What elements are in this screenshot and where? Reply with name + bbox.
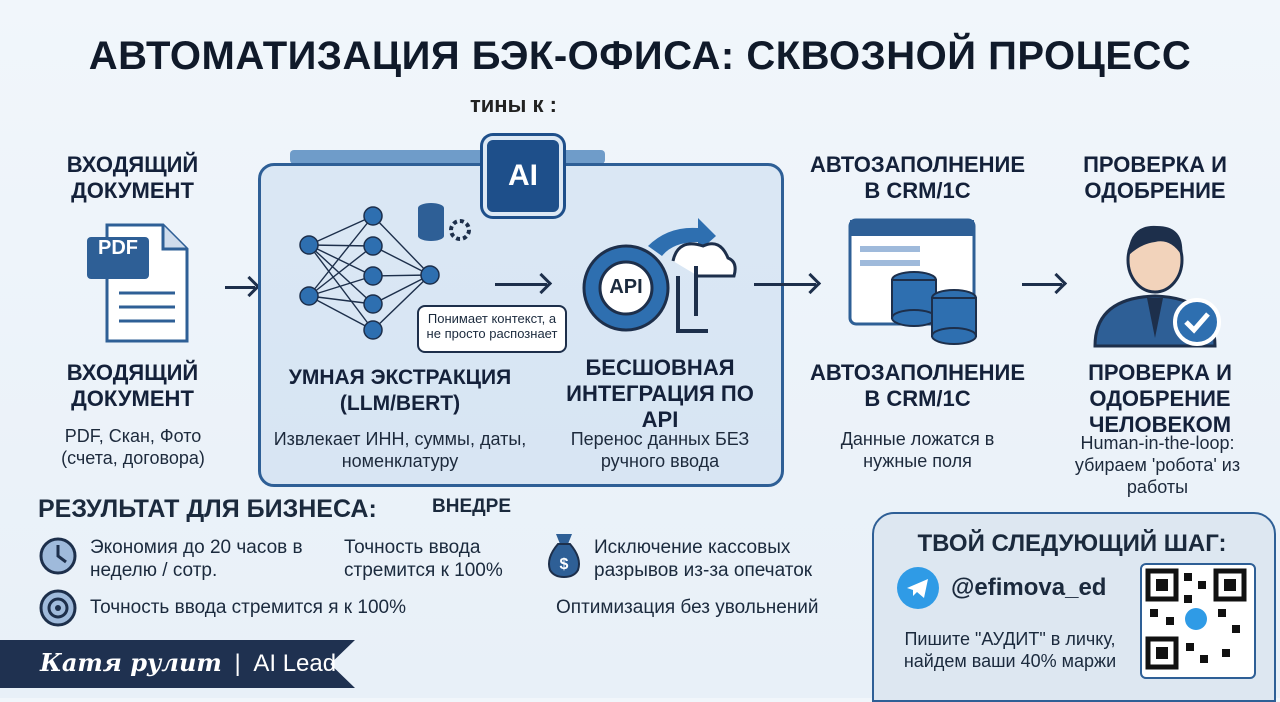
step3-title: БЕСШОВНАЯ ИНТЕГРАЦИЯ ПО API	[566, 355, 754, 432]
step5-desc: Human-in-the-loop: убираем 'робота' из р…	[1074, 433, 1241, 497]
result-item-4: Точность ввода стремится я к 100%	[90, 597, 406, 618]
result-item-3: Исключение кассовых разрывов из-за опеча…	[594, 537, 813, 581]
step5-top-title: ПРОВЕРКА И ОДОБРЕНИЕ	[1083, 152, 1227, 203]
cta-title: ТВОЙ СЛЕДУЮЩИЙ ШАГ:	[917, 530, 1227, 557]
ai-chip-icon: AI	[483, 136, 563, 216]
step1-desc: PDF, Скан, Фото (счета, договора)	[61, 426, 205, 468]
arrow-1	[225, 286, 255, 289]
ribbon-text: Катя рулит | AI Lead	[40, 648, 336, 678]
subtitle-fragment: тины к :	[470, 92, 557, 117]
arrow-3	[754, 283, 816, 286]
telegram-icon[interactable]	[897, 567, 939, 609]
step2-desc: Извлекает ИНН, суммы, даты, номенклатуру	[273, 429, 527, 471]
result-item-2: Точность ввода стремится к 100%	[344, 537, 503, 581]
step5-title: ПРОВЕРКА И ОДОБРЕНИЕ ЧЕЛОВЕКОМ	[1088, 360, 1232, 437]
step4-top-title: АВТОЗАПОЛНЕНИЕ В CRM/1С	[809, 152, 1026, 203]
results-fragment: ВНЕДРЕ	[432, 496, 511, 517]
ribbon-separator: |	[234, 650, 241, 677]
pdf-badge: PDF	[98, 237, 138, 259]
ribbon-signature: Катя рулит	[40, 648, 222, 677]
step4-desc: Данные ложатся в нужные поля	[840, 429, 995, 471]
money-bag-icon: $	[548, 534, 580, 578]
result-item-5: Оптимизация без увольнений	[556, 597, 819, 618]
target-icon	[39, 589, 77, 627]
step4-title: АВТОЗАПОЛНЕНИЕ В CRM/1С	[809, 360, 1026, 411]
api-integration-icon	[582, 218, 737, 333]
step1-top-title: ВХОДЯЩИЙ ДОКУМЕНТ	[66, 152, 199, 203]
step3-desc: Перенос данных БЕЗ ручного ввода	[570, 429, 750, 471]
human-reviewer-icon	[1093, 225, 1221, 348]
context-bubble: Понимает контекст, а не просто распознае…	[417, 305, 567, 353]
clock-icon	[39, 537, 77, 575]
telegram-handle[interactable]: @efimova_ed	[951, 574, 1107, 601]
svg-text:$: $	[560, 556, 569, 573]
ribbon-role: AI Lead	[253, 650, 337, 677]
database-gear-icon	[418, 203, 471, 241]
arrow-2	[495, 283, 547, 286]
api-gear-label: API	[609, 276, 643, 298]
document-icon	[87, 223, 189, 343]
author-ribbon	[0, 640, 355, 688]
step2-title: УМНАЯ ЭКСТРАКЦИЯ (LLM/BERT)	[288, 366, 512, 415]
cta-message: Пишите "АУДИТ" в личку, найдем ваши 40% …	[903, 629, 1117, 671]
results-title: РЕЗУЛЬТАТ ДЛЯ БИЗНЕСА:	[38, 495, 377, 523]
neural-network-icon	[299, 206, 440, 340]
result-item-1: Экономия до 20 часов в неделю / сотр.	[90, 537, 303, 581]
page-title: АВТОМАТИЗАЦИЯ БЭК-ОФИСА: СКВОЗНОЙ ПРОЦЕС…	[88, 34, 1192, 78]
step1-title: ВХОДЯЩИЙ ДОКУМЕНТ	[66, 360, 199, 411]
qr-code-icon[interactable]	[1140, 563, 1256, 679]
arrow-4	[1022, 283, 1062, 286]
crm-database-icon	[848, 218, 977, 345]
